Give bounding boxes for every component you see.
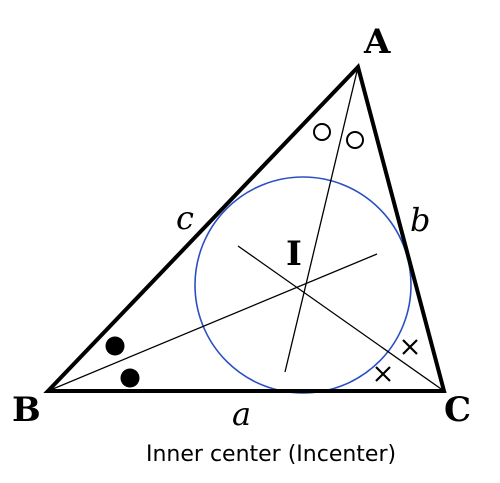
vertex-label-b: B <box>12 390 41 430</box>
angle-a-mark-left <box>313 123 331 141</box>
side-label-a: a <box>232 395 251 433</box>
vertex-label-a: A <box>363 22 391 62</box>
incenter-label: I <box>286 234 302 274</box>
diagram-caption: Inner center (Incenter) <box>146 442 396 467</box>
angle-b-mark-upper <box>105 336 125 356</box>
side-label-c: c <box>176 199 194 237</box>
bisector-from-a <box>284 66 359 373</box>
side-label-b: b <box>410 201 430 239</box>
angle-c-mark-upper <box>402 339 418 355</box>
triangle-abc <box>43 63 447 393</box>
vertex-label-c: C <box>444 390 471 430</box>
angle-a-mark-right <box>346 131 364 149</box>
angle-c-mark-lower <box>375 366 391 382</box>
bisector-from-c <box>237 245 445 392</box>
angle-b-mark-lower <box>120 368 140 388</box>
bisector-from-b <box>47 253 378 392</box>
